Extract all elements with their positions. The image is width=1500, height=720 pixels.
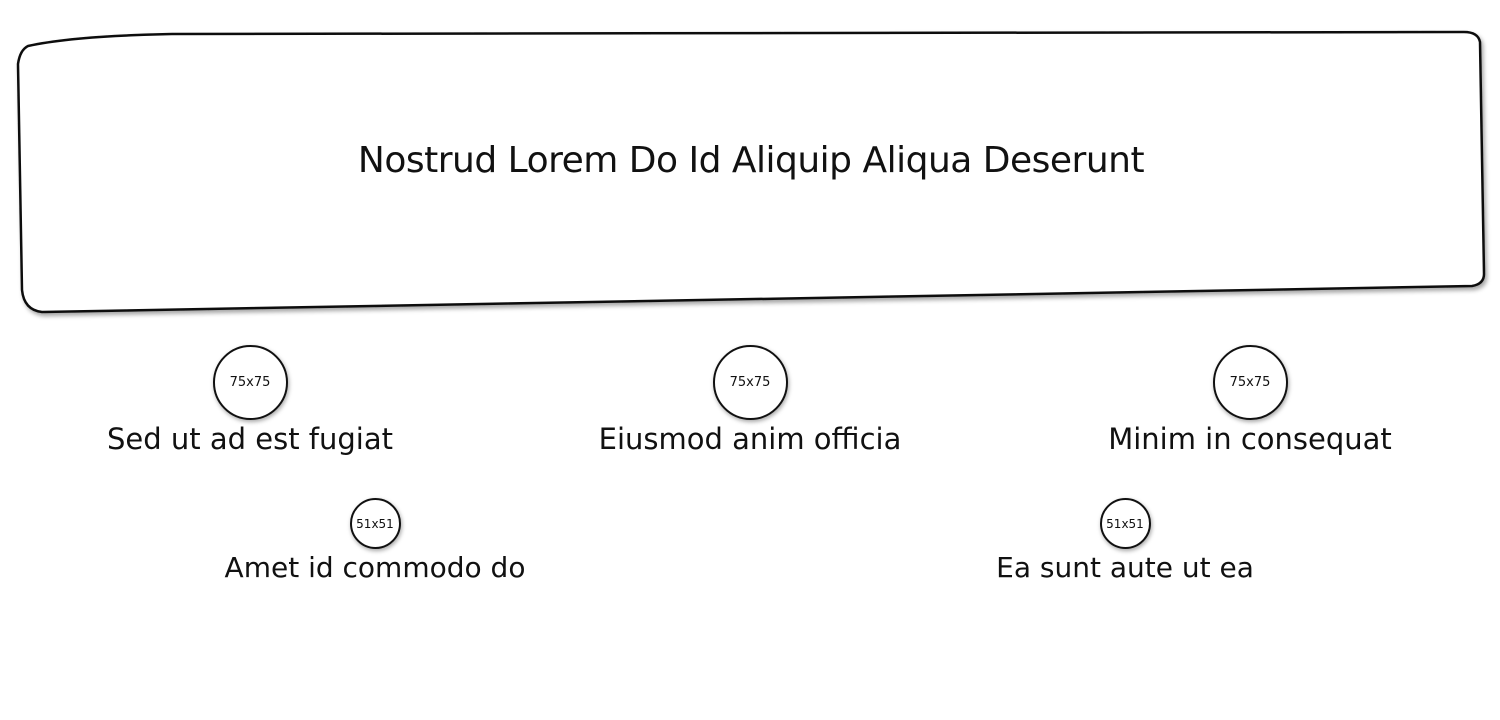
feature-image-placeholder: 51x51 xyxy=(349,498,401,549)
feature-label: Minim in consequat xyxy=(1108,422,1392,456)
feature-label: Ea sunt aute ut ea xyxy=(996,551,1254,584)
feature-item: 75x75 Minim in consequat xyxy=(1100,345,1400,456)
feature-label: Eiusmod anim officia xyxy=(598,422,902,456)
feature-label: Amet id commodo do xyxy=(224,551,526,584)
banner-title: Nostrud Lorem Do Id Aliquip Aliqua Deser… xyxy=(357,140,1145,181)
feature-image-placeholder: 51x51 xyxy=(1099,498,1151,549)
feature-image-placeholder: 75x75 xyxy=(212,345,288,420)
feature-item: 75x75 Eiusmod anim officia xyxy=(598,345,902,456)
feature-label: Sed ut ad est fugiat xyxy=(107,422,393,456)
feature-item: 51x51 Amet id commodo do xyxy=(225,498,525,584)
feature-image-placeholder: 75x75 xyxy=(712,345,788,420)
header-banner: Nostrud Lorem Do Id Aliquip Aliqua Deser… xyxy=(12,28,1490,318)
feature-item: 51x51 Ea sunt aute ut ea xyxy=(975,498,1275,584)
feature-image-placeholder: 75x75 xyxy=(1212,345,1288,420)
feature-item: 75x75 Sed ut ad est fugiat xyxy=(100,345,400,456)
banner-frame xyxy=(16,30,1486,314)
